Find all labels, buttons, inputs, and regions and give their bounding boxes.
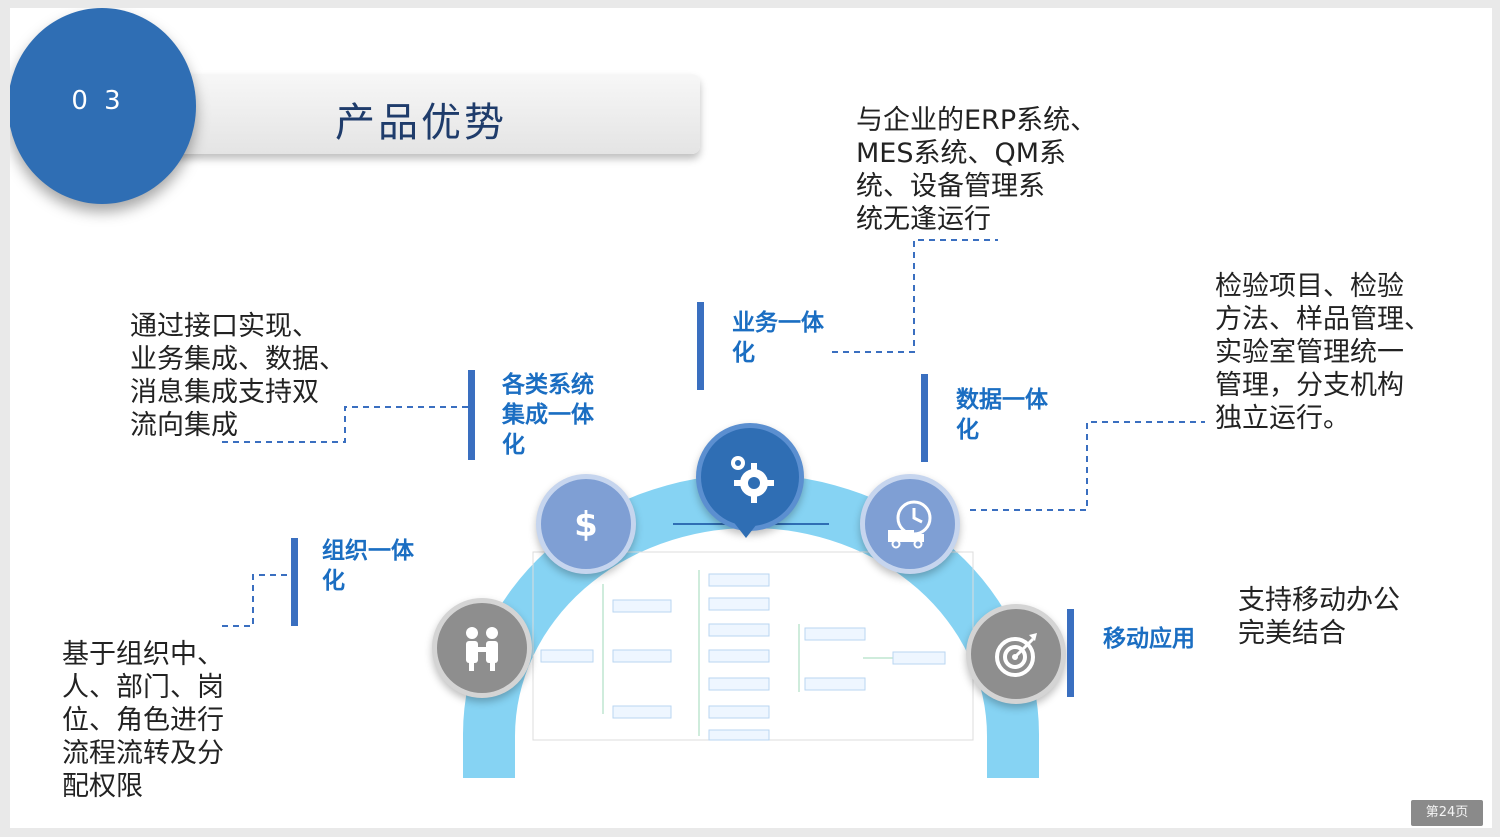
handshake-icon-badge [432, 598, 532, 698]
mobile-bar [1067, 609, 1074, 697]
gear-icon-badge [696, 423, 804, 531]
dollar-icon: $ [574, 505, 598, 544]
gear-pointer [732, 520, 760, 538]
gear-icon [731, 456, 774, 503]
data-bar [921, 374, 928, 462]
business-description: 与企业的ERP系统、 MES系统、QM系 统、设备管理系 统无逢运行 [856, 105, 1098, 235]
section-number: 0 3 [71, 86, 125, 116]
organization-bar [291, 538, 298, 626]
business-label: 业务一体 化 [732, 310, 824, 366]
mobile-description: 支持移动办公 完美结合 [1238, 585, 1400, 649]
data-description: 检验项目、检验 方法、样品管理、 实验室管理统一 管理，分支机构 独立运行。 [1215, 271, 1431, 434]
organization-label: 组织一体 化 [322, 538, 414, 594]
handshake-icon [466, 627, 498, 671]
data-label: 数据一体 化 [956, 387, 1048, 443]
systems-description: 通过接口实现、 业务集成、数据、 消息集成支持双 流向集成 [130, 311, 346, 441]
target-icon [995, 633, 1037, 677]
organization-description: 基于组织中、 人、部门、岗 位、角色进行 流程流转及分 配权限 [62, 639, 224, 802]
clock-truck-icon-badge [860, 474, 960, 574]
slide: 0 3 产品优势 [10, 8, 1492, 828]
systems-bar [468, 370, 475, 460]
clock-truck-icon [888, 500, 932, 549]
svg-text:$: $ [574, 505, 598, 544]
connector-business [832, 239, 998, 353]
connector-lines [220, 239, 1205, 627]
connector-organization [220, 574, 287, 627]
mobile-label: 移动应用 [1103, 626, 1195, 652]
page-title: 产品优势 [335, 100, 507, 146]
target-icon-badge [966, 604, 1066, 704]
connector-data [970, 421, 1205, 511]
dollar-icon-badge: $ [536, 474, 636, 574]
systems-label: 各类系统 集成一体 化 [502, 372, 594, 458]
page-number-badge[interactable]: 第24页 [1411, 800, 1483, 826]
business-bar [697, 302, 704, 390]
section-number-circle: 0 3 [10, 8, 196, 204]
title-bar: 产品优势 [160, 74, 700, 154]
